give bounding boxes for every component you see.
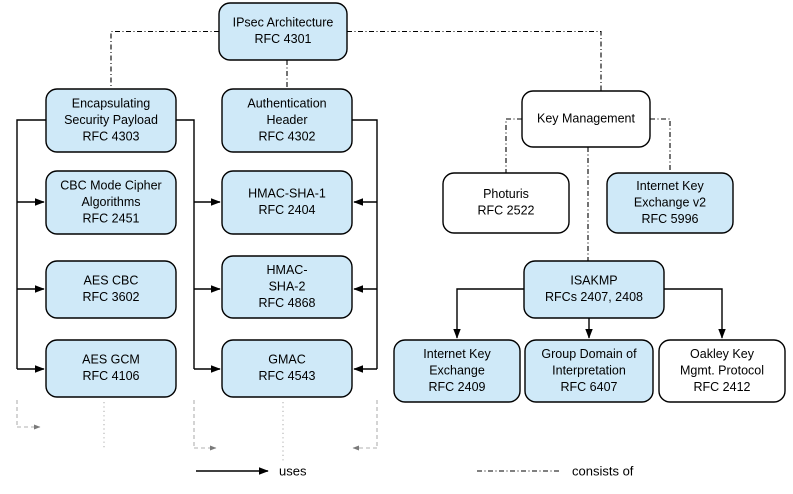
node-box-ikev2 [606, 172, 734, 234]
node-label-photuris-line-0: Photuris [483, 187, 529, 201]
node-label-hmac2-line-1: SHA-2 [269, 279, 306, 293]
node-label-hmac1-line-0: HMAC-SHA-1 [248, 187, 326, 201]
node-label-esp-line-2: RFC 4303 [83, 129, 140, 143]
node-label-ike-line-1: Exchange [429, 363, 485, 377]
node-box-isakmp [523, 260, 665, 319]
edge-keymanagement-photuris [505, 118, 522, 173]
node-label-ah-line-1: Header [267, 113, 308, 127]
node-box-aescbc [45, 260, 177, 319]
node-box-ike [393, 339, 521, 403]
node-label-ah-line-0: Authentication [247, 96, 326, 110]
node-box-hmac1 [221, 170, 353, 235]
node-label-oakley-line-0: Oakley Key [690, 347, 755, 361]
node-keymgmt: Key Management [521, 90, 651, 148]
node-label-cbc-line-1: Algorithms [81, 195, 140, 209]
node-box-ah [221, 88, 353, 153]
edge-esp-bus-left [16, 119, 46, 369]
node-label-isakmp-line-1: RFCs 2407, 2408 [545, 290, 643, 304]
node-label-gdoi-line-0: Group Domain of [541, 347, 637, 361]
node-aesgcm: AES GCM RFC 4106 [45, 339, 177, 398]
node-box-gmac [221, 339, 353, 398]
node-label-aescbc-line-1: RFC 3602 [83, 290, 140, 304]
edge-ipsec-keymanagement [347, 30, 602, 91]
node-label-cbc-line-2: RFC 2451 [83, 211, 140, 225]
node-label-ikev2-line-1: Exchange v2 [634, 195, 706, 209]
node-gmac: GMAC RFC 4543 [221, 339, 353, 398]
legend: uses consists of [196, 463, 634, 478]
edge-ipsec-esp [110, 30, 219, 89]
node-label-esp-line-1: Security Payload [64, 113, 158, 127]
node-box-oakley [658, 339, 786, 403]
node-label-gmac-line-0: GMAC [268, 353, 306, 367]
edge-isakmp-ike [453, 288, 524, 339]
edge-isakmp-oakley [664, 288, 726, 339]
node-label-oakley-line-2: RFC 2412 [694, 380, 751, 394]
consists-of-edges [110, 30, 671, 261]
node-label-ah-line-2: RFC 4302 [259, 129, 316, 143]
node-label-ikev2-line-2: RFC 5996 [642, 212, 699, 226]
node-label-isakmp-line-0: ISAKMP [570, 274, 617, 288]
node-label-aesgcm-line-0: AES GCM [82, 353, 140, 367]
edge-esp-bus-right [176, 119, 195, 369]
node-label-ipsec-line-1: RFC 4301 [255, 32, 312, 46]
node-label-gdoi-line-1: Interpretation [552, 363, 626, 377]
node-label-ikev2-line-0: Internet Key [636, 179, 704, 193]
node-label-photuris-line-1: RFC 2522 [478, 204, 535, 218]
node-label-hmac2-line-2: RFC 4868 [259, 296, 316, 310]
edge-keymanagement-ikev2 [650, 118, 671, 173]
legend-uses-label: uses [279, 463, 307, 478]
node-aescbc: AES CBC RFC 3602 [45, 260, 177, 319]
node-label-keymgmt-line-0: Key Management [537, 111, 636, 125]
node-label-gmac-line-1: RFC 4543 [259, 369, 316, 383]
node-label-esp-line-0: Encapsulating [72, 96, 151, 110]
node-label-aesgcm-line-1: RFC 4106 [83, 369, 140, 383]
node-isakmp: ISAKMP RFCs 2407, 2408 [523, 260, 665, 319]
node-box-ipsec [218, 2, 348, 61]
node-label-hmac2-line-0: HMAC- [267, 263, 308, 277]
node-label-hmac1-line-1: RFC 2404 [259, 203, 316, 217]
edge-ah-bus-right [352, 119, 378, 369]
uses-edges [16, 119, 726, 373]
node-label-ike-line-0: Internet Key [423, 347, 491, 361]
node-label-gdoi-line-2: RFC 6407 [561, 380, 618, 394]
node-box-gdoi [524, 339, 654, 403]
node-label-aescbc-line-0: AES CBC [84, 274, 139, 288]
node-box-photuris [442, 172, 570, 234]
node-label-ike-line-2: RFC 2409 [429, 380, 486, 394]
node-box-hmac2 [221, 255, 353, 319]
node-label-oakley-line-1: Mgmt. Protocol [680, 363, 764, 377]
node-box-esp [45, 88, 177, 153]
node-box-keymgmt [521, 90, 651, 148]
ghost-guides [16, 400, 378, 462]
node-box-aesgcm [45, 339, 177, 398]
node-label-cbc-line-0: CBC Mode Cipher [60, 178, 161, 192]
node-label-ipsec-line-0: IPsec Architecture [233, 16, 334, 30]
node-box-cbc [45, 170, 177, 235]
legend-consists-of-label: consists of [572, 463, 634, 478]
